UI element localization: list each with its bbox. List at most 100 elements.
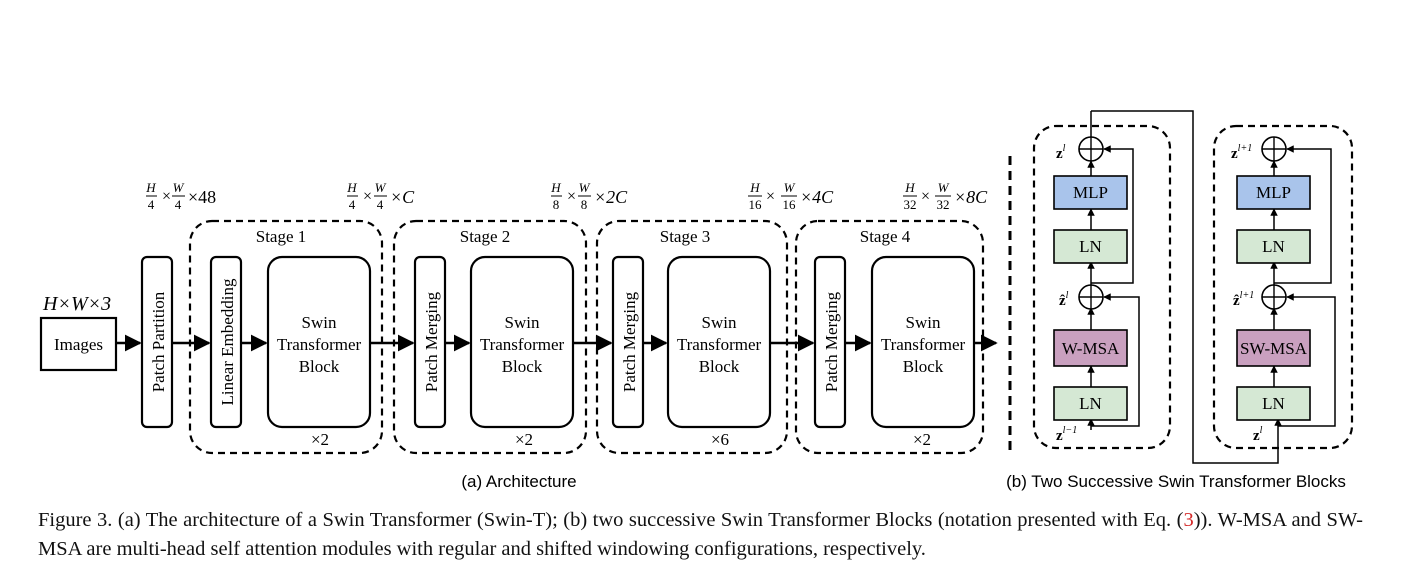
stage-1-repeat: ×2 [311, 430, 329, 449]
svg-text:×2C: ×2C [594, 187, 628, 207]
block-2-ln1-label: LN [1262, 394, 1285, 413]
svg-text:Swin: Swin [906, 313, 941, 332]
block-1-add-mid [1078, 284, 1104, 310]
block-2-mlp-label: MLP [1256, 183, 1291, 202]
block-1-ln1-label: LN [1079, 394, 1102, 413]
svg-text:H: H [904, 180, 915, 195]
block-1-dashed-box [1032, 124, 1172, 450]
svg-text:×4C: ×4C [800, 187, 834, 207]
svg-text:×: × [363, 188, 372, 205]
patch-merging-label-2: Patch Merging [422, 291, 441, 392]
svg-text:Swin: Swin [702, 313, 737, 332]
block-1-mlp-label: MLP [1073, 183, 1108, 202]
svg-text:W: W [375, 180, 387, 195]
block-1-lines [1087, 110, 1279, 464]
block-1-ln1-box [1053, 386, 1128, 421]
subcaption-blocks: (b) Two Successive Swin Transformer Bloc… [1006, 472, 1346, 491]
svg-text:Swin: Swin [302, 313, 337, 332]
caption-text-2: )). W-MSA and SW-MSA are multi-head self… [38, 509, 1363, 560]
svg-text:Transformer: Transformer [881, 335, 966, 354]
patch-merging-label-3: Patch Merging [620, 291, 639, 392]
svg-text:Swin: Swin [505, 313, 540, 332]
patch-merging-label-4: Patch Merging [822, 291, 841, 392]
svg-text:32: 32 [904, 197, 917, 212]
block-2-swmsa-box [1236, 329, 1311, 367]
block-2-add-top [1261, 136, 1287, 162]
block-2-ln2-box [1236, 229, 1311, 264]
svg-text:16: 16 [783, 197, 797, 212]
block-1-out-var: zl [1056, 143, 1066, 162]
svg-text:Transformer: Transformer [677, 335, 762, 354]
svg-text:Transformer: Transformer [480, 335, 565, 354]
block-2-out-var: zl+1 [1231, 143, 1252, 162]
stage-4-label: Stage 4 [860, 227, 911, 246]
dims-label-stage2: H 8 × W 8 ×2C [550, 180, 628, 212]
block-2-add-mid [1261, 284, 1287, 310]
stage-4-box [794, 219, 985, 455]
input-dims-label: H×W×3 [42, 293, 111, 315]
block-1-mid-var: ẑl [1059, 290, 1069, 309]
stage-2-box [392, 219, 588, 455]
equation-ref-link[interactable]: 3 [1183, 509, 1194, 531]
svg-text:4: 4 [349, 197, 356, 212]
dim-h-den: 4 [148, 197, 155, 212]
swin-block-label-4: Swin Transformer Block [881, 313, 966, 376]
svg-text:W: W [784, 180, 796, 195]
block-1-ln2-box [1053, 229, 1128, 264]
svg-text:×: × [567, 188, 576, 205]
svg-text:Block: Block [699, 357, 740, 376]
stage-4-repeat: ×2 [913, 430, 931, 449]
block-1-add-top [1078, 136, 1104, 162]
block-1-ln2-label: LN [1079, 237, 1102, 256]
svg-text:8: 8 [553, 197, 560, 212]
svg-text:W: W [579, 180, 591, 195]
svg-text:H: H [550, 180, 561, 195]
stage-1-label: Stage 1 [256, 227, 307, 246]
svg-text:Block: Block [502, 357, 543, 376]
stage-3-label: Stage 3 [660, 227, 711, 246]
svg-text:×: × [921, 188, 930, 205]
block-1-wmsa-box [1053, 329, 1128, 367]
images-label: Images [54, 335, 103, 354]
svg-text:W: W [938, 180, 950, 195]
dim-h-num: H [145, 180, 156, 195]
svg-text:H: H [346, 180, 357, 195]
stage-2-repeat: ×2 [515, 430, 533, 449]
block-1-wmsa-label: W-MSA [1062, 339, 1120, 358]
dim-w-num: W [173, 180, 185, 195]
stage-2-label: Stage 2 [460, 227, 511, 246]
svg-text:×: × [766, 188, 775, 205]
svg-text:×: × [162, 188, 171, 205]
swin-block-label-3: Swin Transformer Block [677, 313, 762, 376]
svg-text:×8C: ×8C [954, 187, 988, 207]
svg-text:Block: Block [903, 357, 944, 376]
svg-text:16: 16 [749, 197, 763, 212]
svg-text:8: 8 [581, 197, 588, 212]
dims-label-stage1: H 4 × W 4 ×C [346, 180, 415, 212]
block-2-swmsa-label: SW-MSA [1240, 339, 1308, 358]
swin-architecture-diagram: H 4 × W 4 ×48 H 4 × W 4 ×C H 8 × W 8 [39, 110, 1354, 491]
swin-block-label-2: Swin Transformer Block [480, 313, 565, 376]
stage-3-repeat: ×6 [711, 430, 729, 449]
linear-embedding-label: Linear Embedding [218, 278, 237, 405]
subcaption-architecture: (a) Architecture [461, 472, 576, 491]
block-2-in-var: zl [1253, 425, 1263, 444]
svg-text:32: 32 [937, 197, 950, 212]
block-2-ln2-label: LN [1262, 237, 1285, 256]
patch-partition-label: Patch Partition [149, 291, 168, 392]
stage-1-box [188, 219, 384, 455]
block-1-in-var: zl−1 [1056, 425, 1077, 444]
block-2-mid-var: ẑl+1 [1233, 290, 1254, 309]
swin-block-label-1: Swin Transformer Block [277, 313, 362, 376]
dims-label-stage3: H 16 × W 16 ×4C [748, 180, 834, 212]
block-2-ln1-box [1236, 386, 1311, 421]
dim-w-den: 4 [175, 197, 182, 212]
block-2-mlp-box [1236, 175, 1311, 210]
figure-caption: Figure 3. (a) The architecture of a Swin… [38, 506, 1363, 564]
svg-text:H: H [749, 180, 760, 195]
caption-text-1: Figure 3. (a) The architecture of a Swin… [38, 509, 1184, 531]
dims-label-input: H 4 × W 4 ×48 [145, 180, 216, 212]
svg-text:×C: ×C [390, 187, 415, 207]
block-2-dashed-box [1212, 124, 1354, 450]
block-2-lines [1270, 145, 1336, 432]
